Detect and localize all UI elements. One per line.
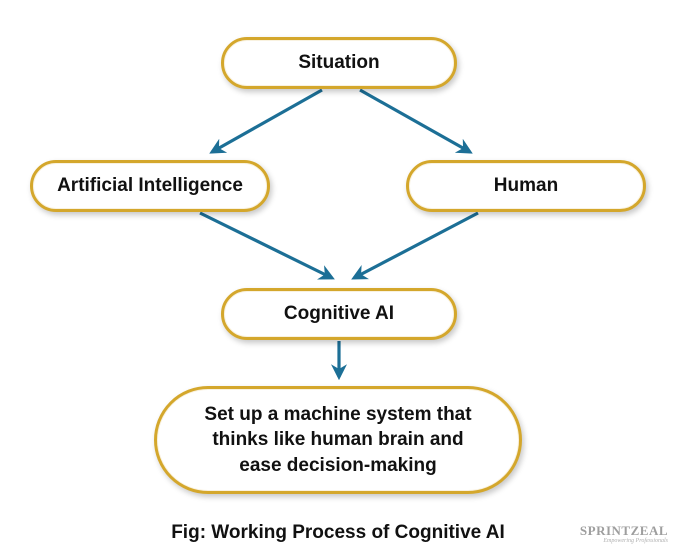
result-node: Set up a machine system that thinks like… [154,386,522,494]
logo-tagline: Empowering Professionals [603,538,668,544]
cognitive-ai-label: Cognitive AI [283,303,395,324]
arrow-situation-to-human [359,88,473,154]
artificial-intelligence-label: Artificial Intelligence [57,175,243,196]
logo-name: SPRINTZEAL [579,523,668,538]
arrow-human-to-cognitive [351,211,479,280]
sprintzeal-logo: SPRINTZEAL Empowering Professionals [580,524,668,544]
cognitive-ai-node: Cognitive AI [221,288,457,340]
situation-node: Situation [221,37,457,89]
arrow-ai-to-cognitive [199,211,335,280]
human-label: Human [493,175,559,196]
result-line-2: thinks like human brain and [212,429,464,451]
arrow-situation-to-ai [209,88,323,154]
human-node: Human [406,160,646,212]
result-line-3: ease decision-making [239,454,437,476]
figure-caption: Fig: Working Process of Cognitive AI [171,522,505,543]
situation-label: Situation [298,52,380,73]
result-line-1: Set up a machine system that [204,404,472,426]
result-text: Set up a machine system that thinks like… [204,402,471,477]
artificial-intelligence-node: Artificial Intelligence [30,160,270,212]
